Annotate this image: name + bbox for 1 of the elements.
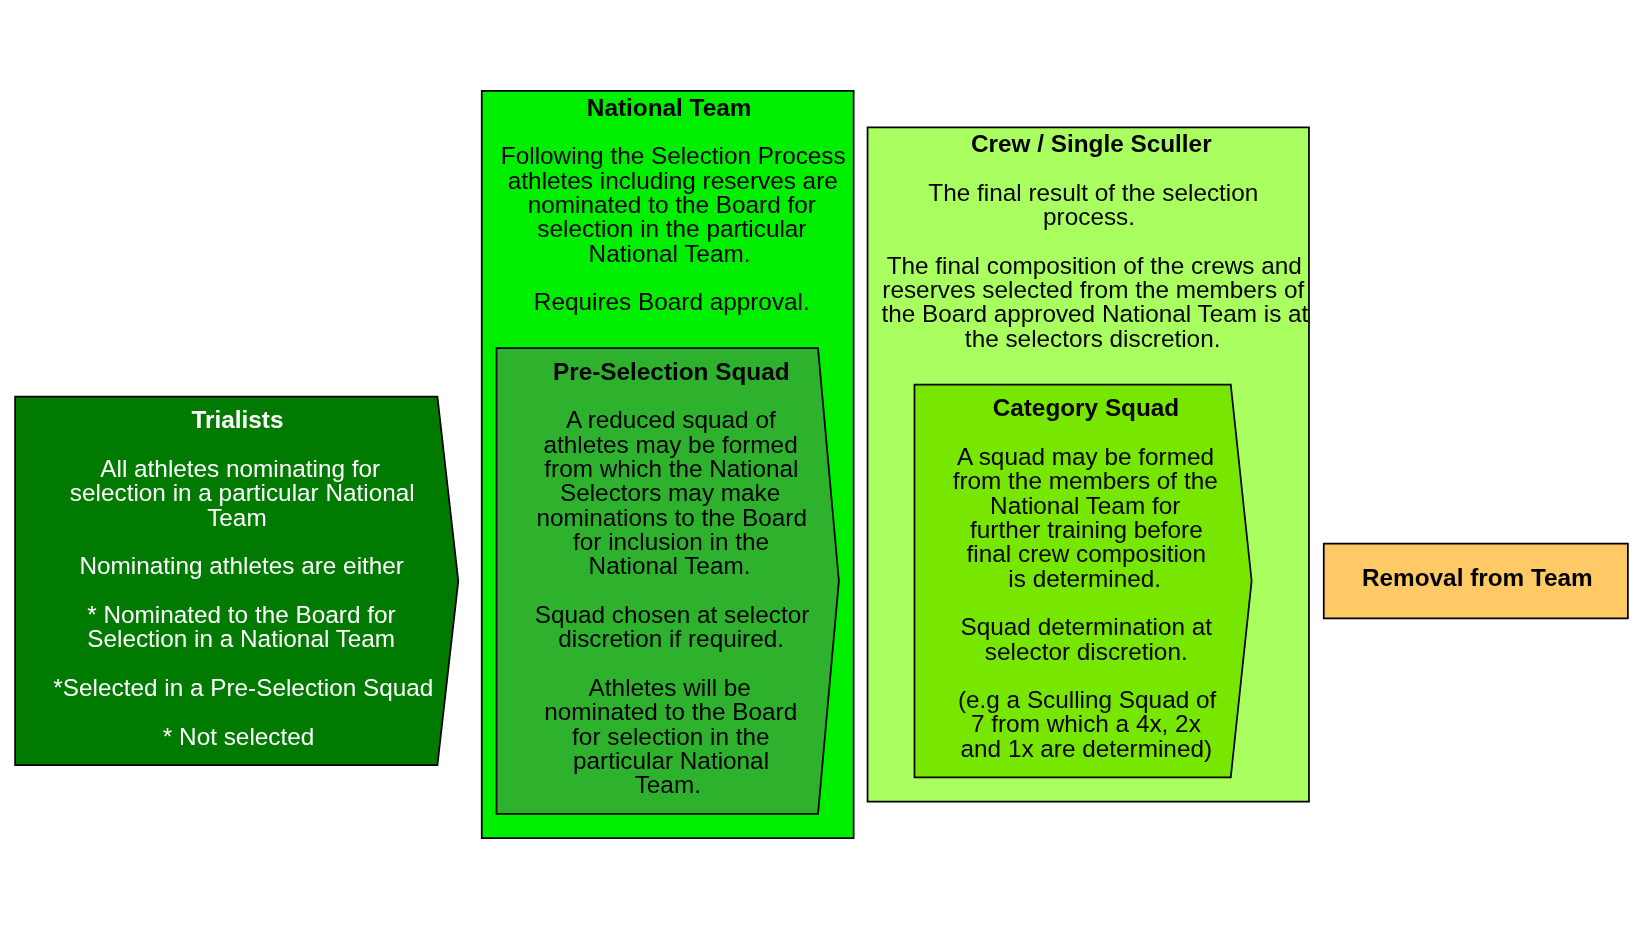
node-box: Removal from Team	[1322, 542, 1629, 620]
